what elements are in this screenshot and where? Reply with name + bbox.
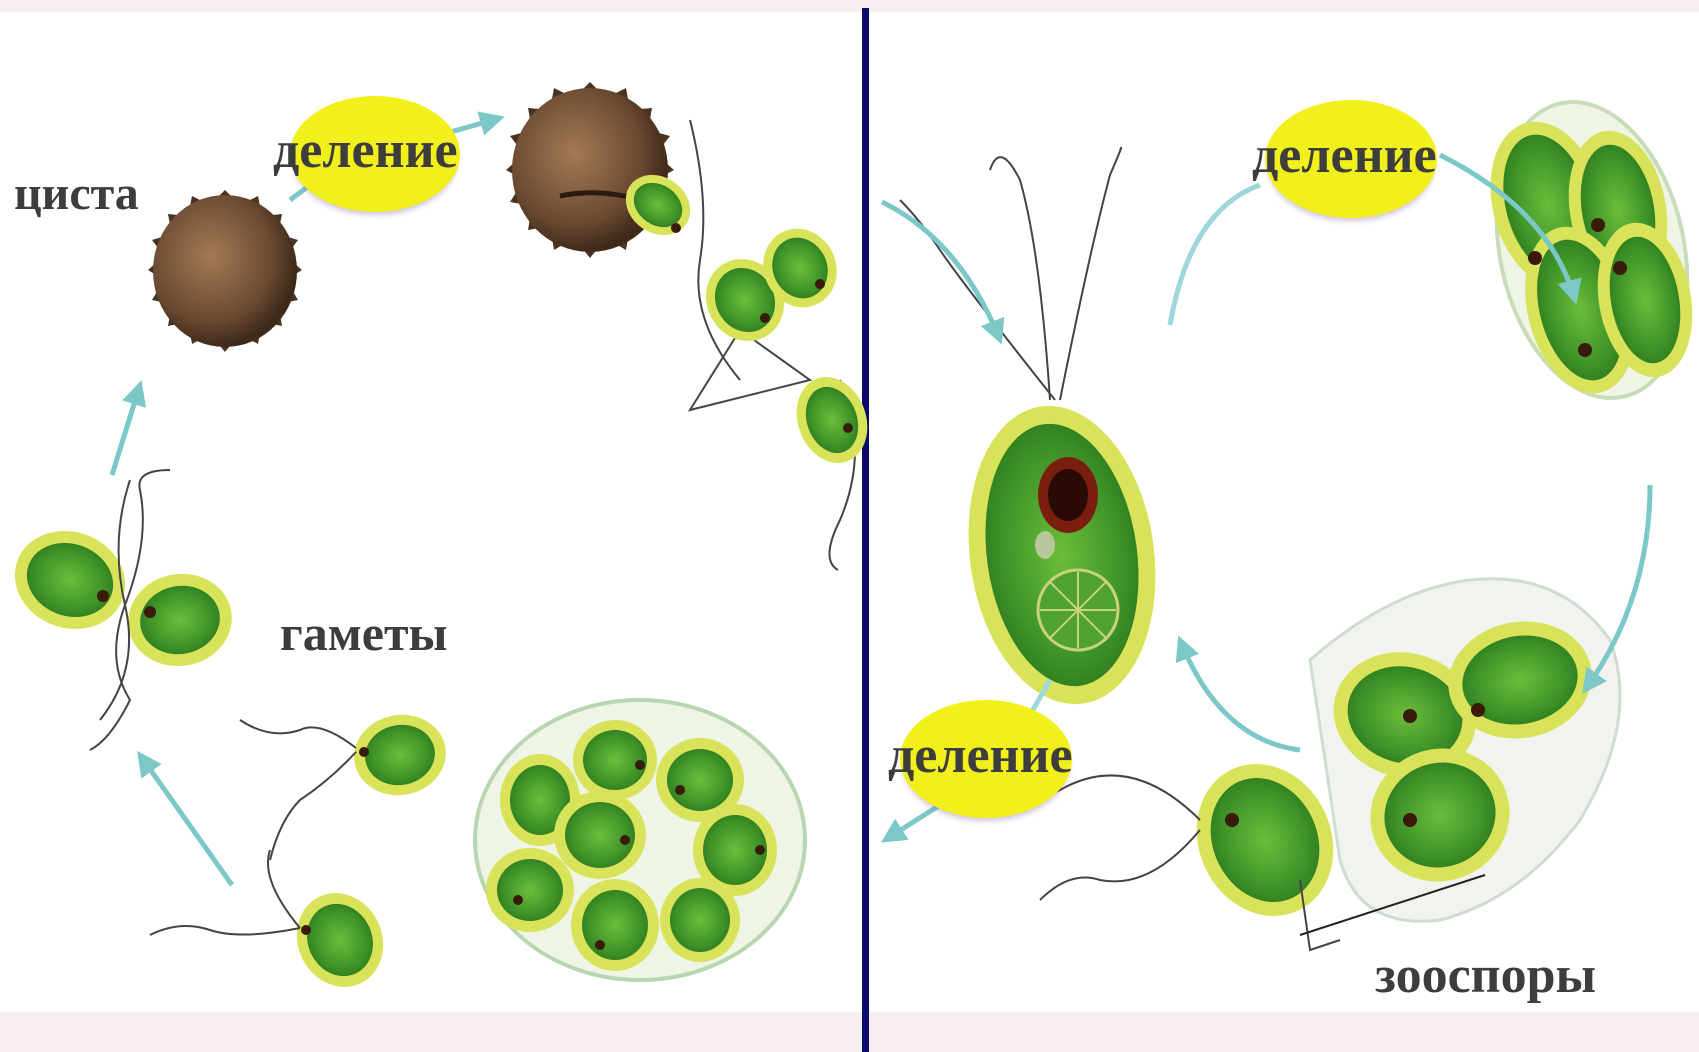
gametes-label: гаметы: [280, 608, 448, 658]
gamete-cluster: [475, 700, 805, 980]
division-label-left: деление: [273, 125, 458, 177]
panel-divider: [862, 8, 869, 1052]
division-label-right-top: деление: [1252, 130, 1437, 182]
cyst-label: циста: [14, 170, 139, 218]
zoospores-label: зооспоры: [1375, 950, 1596, 1002]
division-label-right-bottom: деление: [888, 730, 1073, 782]
